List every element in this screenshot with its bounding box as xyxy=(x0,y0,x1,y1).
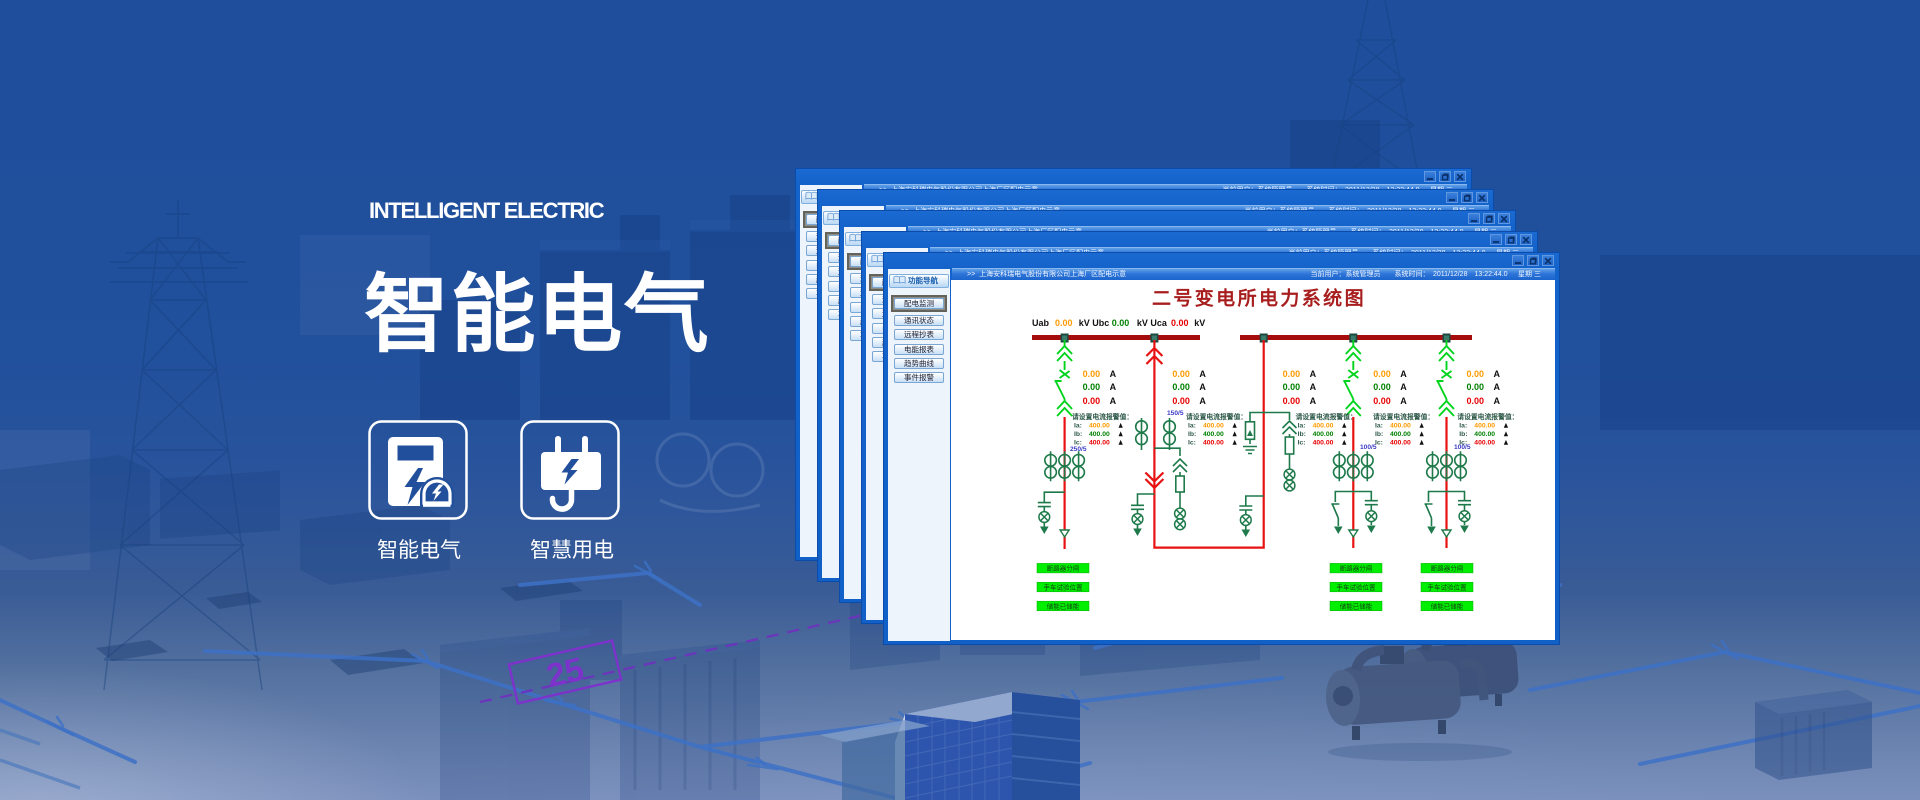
svg-text:400.00: 400.00 xyxy=(1203,431,1224,438)
svg-text:0.00: 0.00 xyxy=(1283,382,1301,392)
svg-text:Ic:: Ic: xyxy=(1375,440,1383,447)
svg-text:A: A xyxy=(1199,369,1206,379)
svg-text:Ic:: Ic: xyxy=(1459,440,1467,447)
svg-text:Ic:: Ic: xyxy=(1074,440,1082,447)
svg-text:A: A xyxy=(1199,382,1206,392)
svg-text:400.00: 400.00 xyxy=(1474,423,1495,430)
svg-text:A: A xyxy=(1110,382,1117,392)
svg-text:0.00: 0.00 xyxy=(1373,396,1391,406)
svg-text:100/5: 100/5 xyxy=(1360,444,1377,451)
svg-text:kV Ubc: kV Ubc xyxy=(1079,318,1110,328)
svg-text:400.00: 400.00 xyxy=(1313,423,1334,430)
svg-text:400.00: 400.00 xyxy=(1089,431,1110,438)
svg-text:储能已储能: 储能已储能 xyxy=(1340,601,1373,610)
svg-text:0.00: 0.00 xyxy=(1283,396,1301,406)
svg-text:150/5: 150/5 xyxy=(1167,410,1184,417)
svg-text:手车试验位置: 手车试验位置 xyxy=(1428,583,1468,592)
svg-text:A: A xyxy=(1310,396,1317,406)
svg-text:400.00: 400.00 xyxy=(1390,431,1411,438)
svg-text:400.00: 400.00 xyxy=(1089,423,1110,430)
svg-text:kV: kV xyxy=(1194,318,1205,328)
svg-text:A: A xyxy=(1110,396,1117,406)
svg-text:请设置电流报警值：: 请设置电流报警值： xyxy=(1457,412,1518,421)
svg-text:0.00: 0.00 xyxy=(1172,396,1190,406)
svg-text:二号变电所电力系统图: 二号变电所电力系统图 xyxy=(1152,287,1366,310)
svg-text:A: A xyxy=(1310,369,1317,379)
svg-text:Ib:: Ib: xyxy=(1188,431,1196,438)
svg-text:Ic:: Ic: xyxy=(1298,440,1306,447)
svg-text:Ia:: Ia: xyxy=(1459,423,1467,430)
svg-text:请设置电流报警值：: 请设置电流报警值： xyxy=(1373,412,1434,421)
svg-text:手车试验位置: 手车试验位置 xyxy=(1337,583,1377,592)
svg-text:A: A xyxy=(1494,396,1501,406)
svg-text:100/5: 100/5 xyxy=(1454,444,1471,451)
svg-text:储能已储能: 储能已储能 xyxy=(1047,601,1080,610)
svg-text:Ia:: Ia: xyxy=(1074,423,1082,430)
svg-text:250/5: 250/5 xyxy=(1070,446,1087,453)
svg-text:0.00: 0.00 xyxy=(1055,318,1073,328)
svg-text:0.00: 0.00 xyxy=(1467,382,1485,392)
svg-text:Ic:: Ic: xyxy=(1188,440,1196,447)
svg-text:400.00: 400.00 xyxy=(1089,440,1110,447)
svg-text:A: A xyxy=(1494,369,1501,379)
svg-text:0.00: 0.00 xyxy=(1171,318,1189,328)
svg-text:400.00: 400.00 xyxy=(1313,440,1334,447)
svg-text:25: 25 xyxy=(543,650,587,694)
svg-text:0.00: 0.00 xyxy=(1172,382,1190,392)
svg-text:请设置电流报警值：: 请设置电流报警值： xyxy=(1072,412,1133,421)
svg-text:A: A xyxy=(1199,396,1206,406)
svg-text:0.00: 0.00 xyxy=(1373,382,1391,392)
svg-text:kV Uca: kV Uca xyxy=(1137,318,1168,328)
svg-text:Ib:: Ib: xyxy=(1074,431,1082,438)
svg-text:0.00: 0.00 xyxy=(1083,396,1101,406)
svg-text:Ia:: Ia: xyxy=(1298,423,1306,430)
svg-text:Ia:: Ia: xyxy=(1375,423,1383,430)
svg-text:Uab: Uab xyxy=(1032,318,1050,328)
svg-text:Ia:: Ia: xyxy=(1188,423,1196,430)
svg-text:0.00: 0.00 xyxy=(1083,382,1101,392)
svg-text:400.00: 400.00 xyxy=(1474,440,1495,447)
svg-text:手车试验位置: 手车试验位置 xyxy=(1044,583,1084,592)
svg-text:A: A xyxy=(1110,369,1117,379)
svg-text:400.00: 400.00 xyxy=(1203,423,1224,430)
svg-text:A: A xyxy=(1310,382,1317,392)
svg-text:A: A xyxy=(1400,369,1407,379)
svg-text:Ib:: Ib: xyxy=(1459,431,1467,438)
svg-text:0.00: 0.00 xyxy=(1083,369,1101,379)
svg-text:A: A xyxy=(1400,382,1407,392)
svg-text:Ib:: Ib: xyxy=(1375,431,1383,438)
svg-text:储能已储能: 储能已储能 xyxy=(1431,601,1464,610)
svg-text:0.00: 0.00 xyxy=(1172,369,1190,379)
svg-text:0.00: 0.00 xyxy=(1373,369,1391,379)
svg-text:请设置电流报警值：: 请设置电流报警值： xyxy=(1186,412,1247,421)
svg-text:断路器分闸: 断路器分闸 xyxy=(1431,564,1464,573)
svg-text:A: A xyxy=(1494,382,1501,392)
svg-text:请设置电流报警值：: 请设置电流报警值： xyxy=(1296,412,1357,421)
svg-text:400.00: 400.00 xyxy=(1474,431,1495,438)
svg-text:400.00: 400.00 xyxy=(1203,440,1224,447)
svg-text:400.00: 400.00 xyxy=(1390,423,1411,430)
svg-text:断路器分闸: 断路器分闸 xyxy=(1047,564,1080,573)
svg-text:0.00: 0.00 xyxy=(1283,369,1301,379)
svg-text:400.00: 400.00 xyxy=(1313,431,1334,438)
svg-text:0.00: 0.00 xyxy=(1112,318,1130,328)
svg-text:Ib:: Ib: xyxy=(1298,431,1306,438)
svg-text:0.00: 0.00 xyxy=(1467,369,1485,379)
svg-text:400.00: 400.00 xyxy=(1390,440,1411,447)
svg-text:断路器分闸: 断路器分闸 xyxy=(1340,564,1373,573)
svg-text:A: A xyxy=(1400,396,1407,406)
svg-text:0.00: 0.00 xyxy=(1467,396,1485,406)
